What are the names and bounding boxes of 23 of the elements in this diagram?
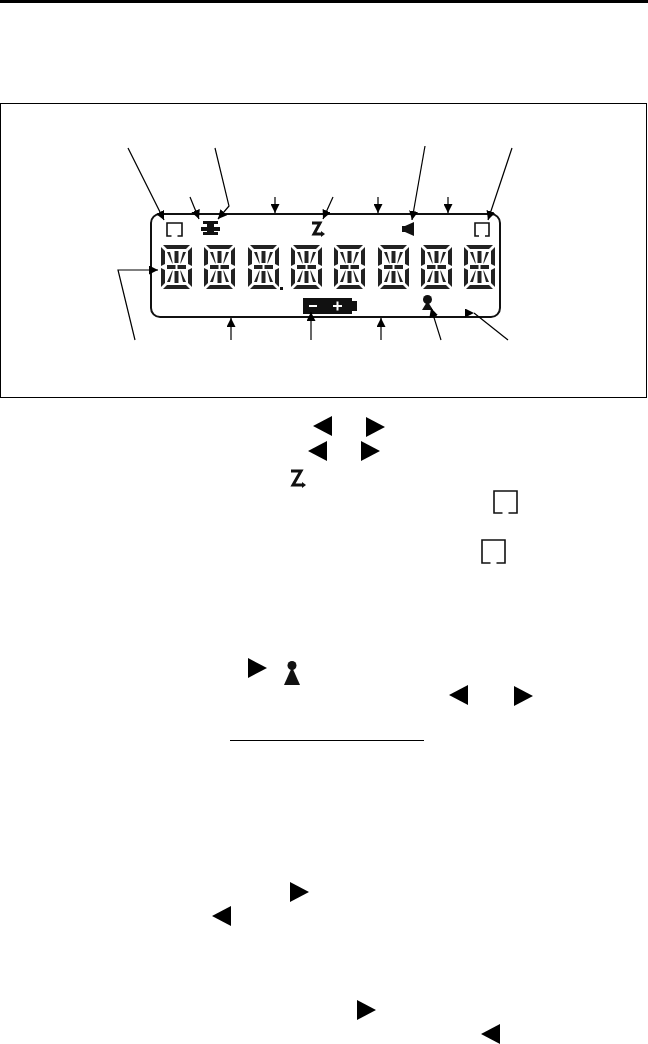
lcd-panel (150, 213, 501, 318)
leader-line (189, 196, 200, 220)
leader-line (409, 145, 426, 221)
leader-line (373, 196, 383, 214)
segment-digit (160, 244, 193, 290)
speaker-icon (402, 222, 414, 236)
stack-icon (201, 221, 220, 235)
leader-line (117, 265, 159, 341)
bracket-icon (166, 222, 183, 237)
leader-line (376, 317, 386, 341)
leader-line (429, 307, 442, 341)
leader-line (322, 196, 334, 220)
leader-line (214, 147, 230, 220)
bracket-icon (474, 222, 490, 237)
leader-line (226, 317, 236, 341)
leader-line (486, 147, 513, 221)
leader-line (306, 311, 316, 341)
battery-icon (303, 298, 357, 314)
leader-line (443, 196, 453, 214)
leader-line (127, 147, 165, 221)
leader-line (270, 196, 280, 214)
person-icon (422, 295, 433, 310)
z-arrow-icon (310, 221, 325, 239)
